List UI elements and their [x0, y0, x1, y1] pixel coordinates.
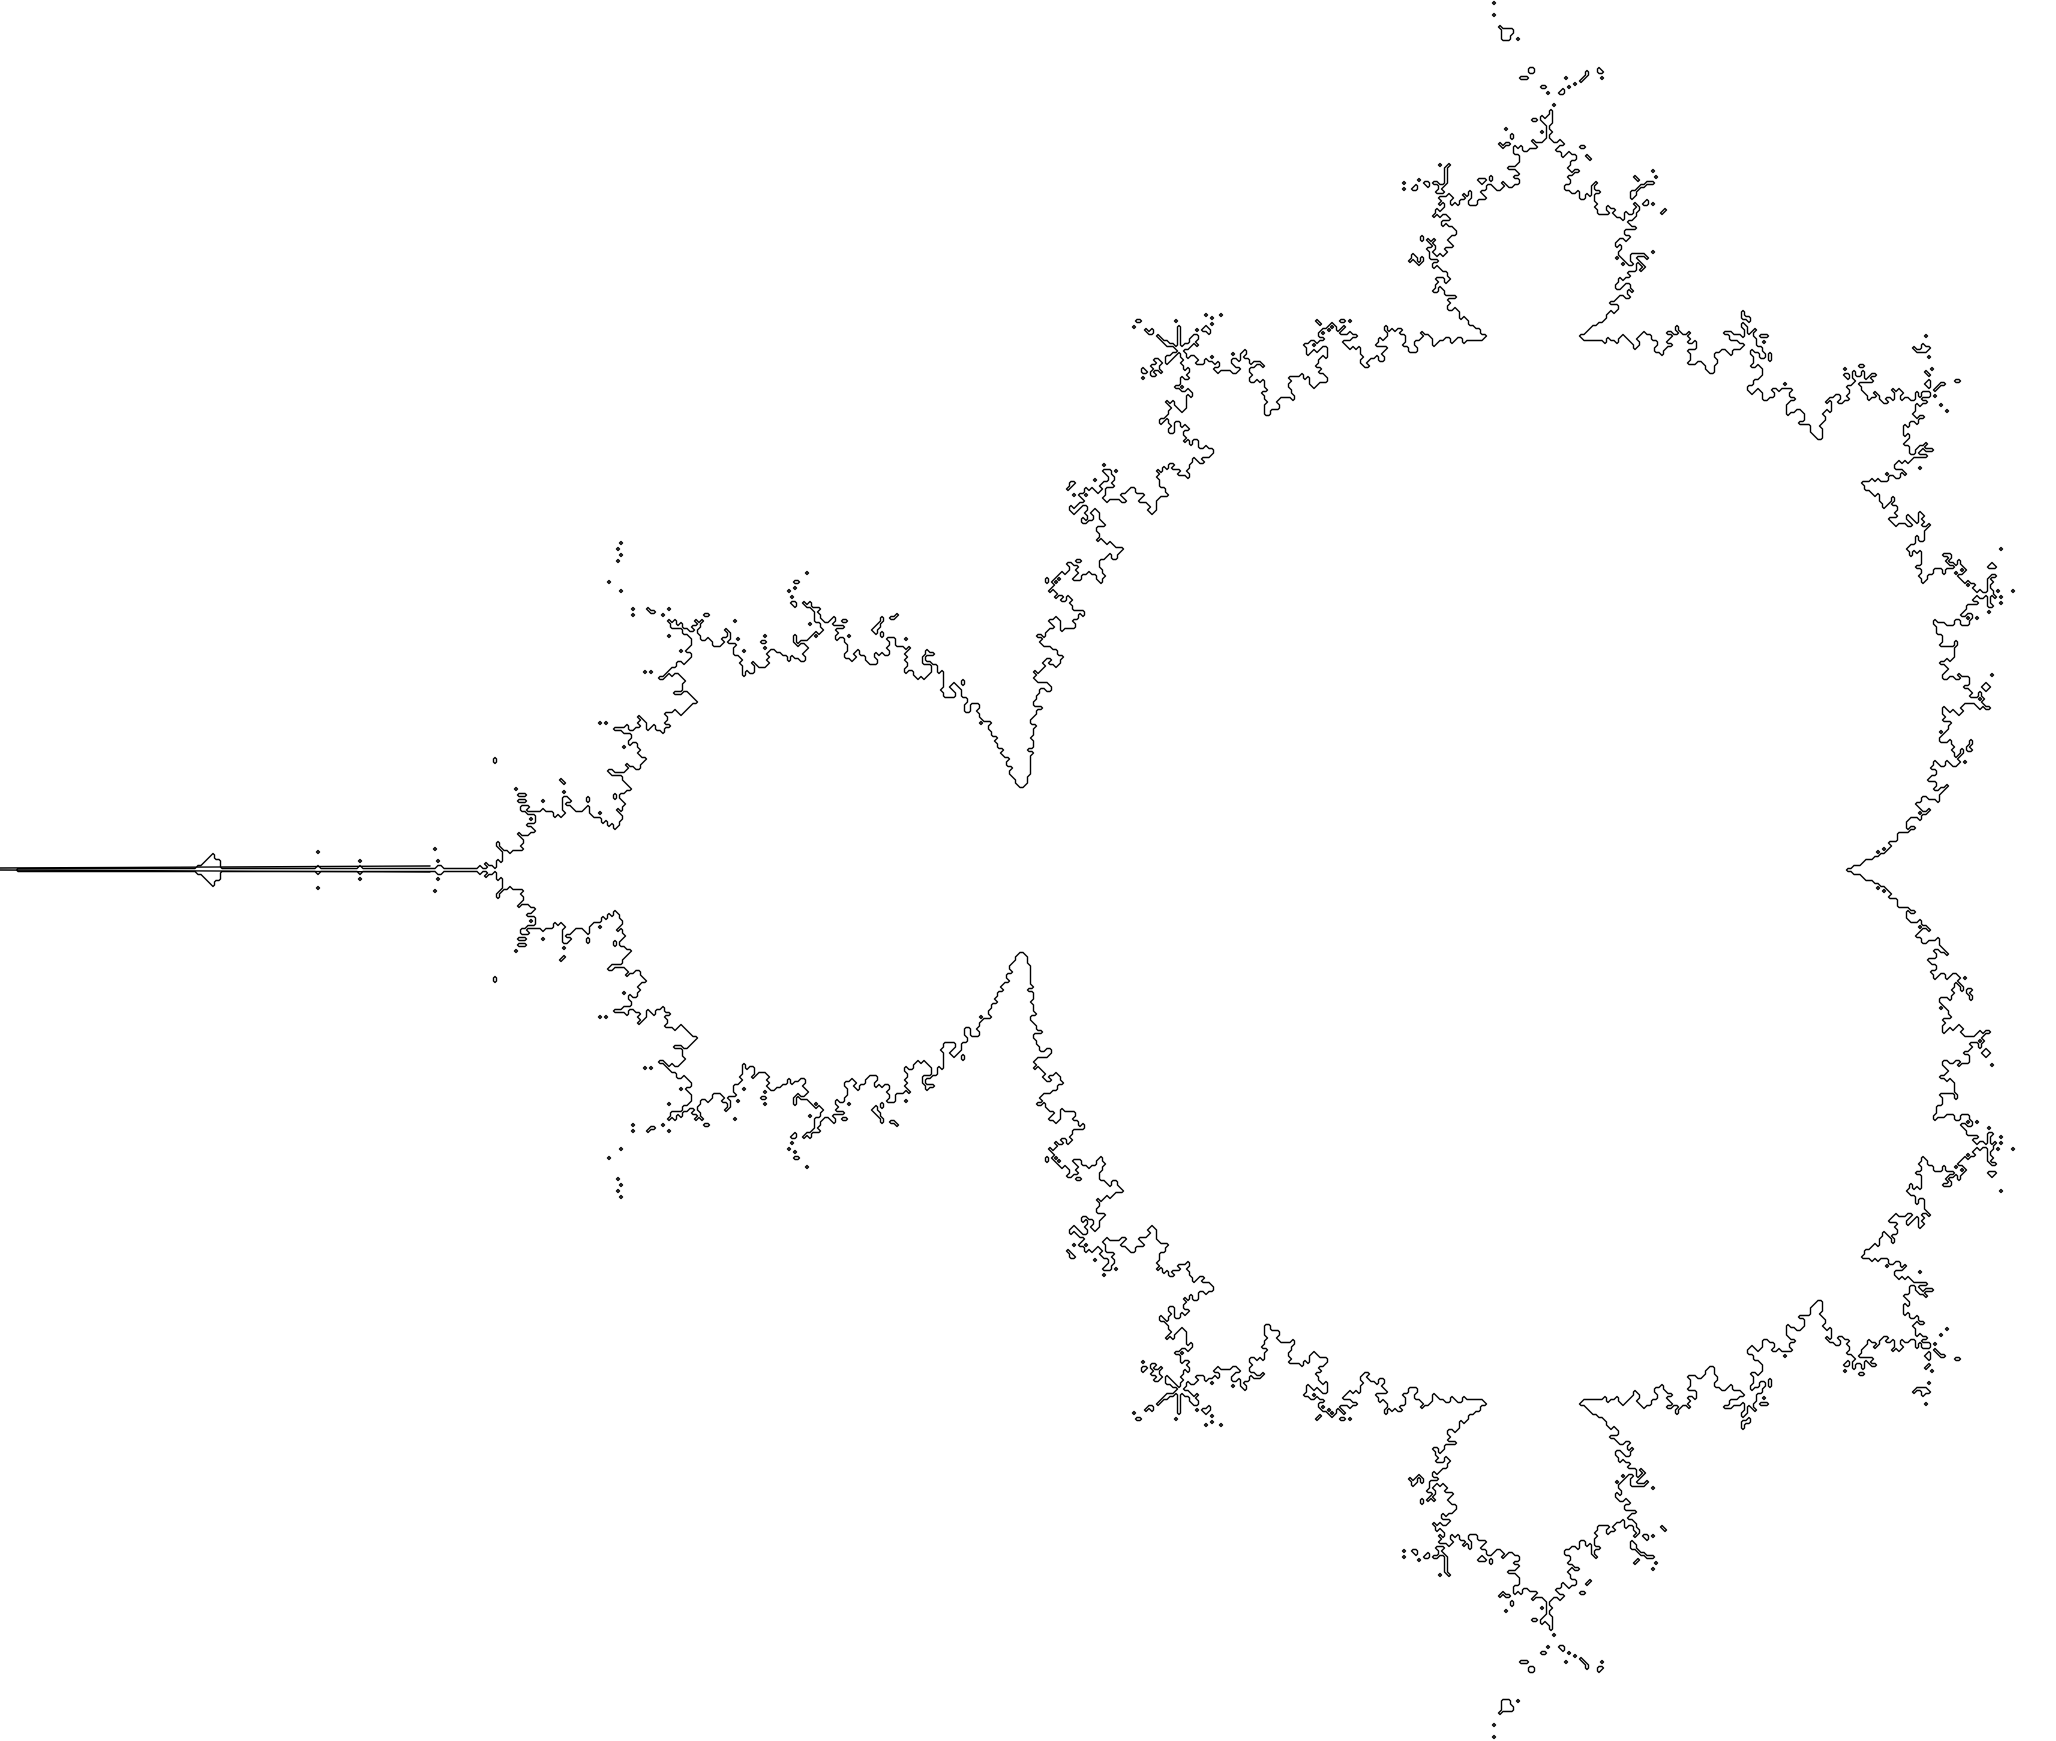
fractal-boundary-path	[15, 0, 2016, 1740]
antenna-spike-path	[0, 865, 431, 873]
mandelbrot-outline	[0, 0, 2016, 1740]
